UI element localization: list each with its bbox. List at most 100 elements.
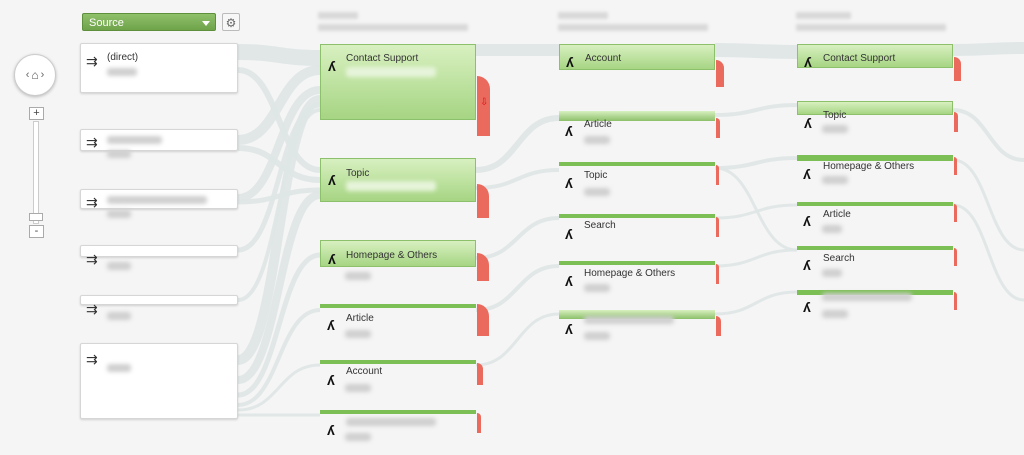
node-metric	[345, 330, 371, 338]
pan-left-icon[interactable]: ‹	[25, 69, 30, 81]
column-header-first-interaction	[558, 12, 608, 19]
dimension-dropdown-value: Source	[89, 17, 124, 29]
node-label	[346, 418, 436, 426]
home-icon[interactable]: ⌂	[31, 68, 39, 82]
source-arrows-icon: ⇉	[86, 134, 98, 150]
node-metric	[584, 188, 610, 196]
page-node-article[interactable]	[320, 304, 476, 308]
page-node-search[interactable]	[559, 214, 715, 218]
node-label: Contact Support	[346, 53, 419, 64]
page-node-article[interactable]	[559, 111, 715, 121]
page-node-topic[interactable]: ʎ Topic	[320, 158, 476, 202]
node-label: Article	[584, 119, 612, 130]
pan-right-icon[interactable]: ›	[40, 69, 45, 81]
flow-ribbon	[475, 216, 560, 260]
gear-icon[interactable]: ⚙	[222, 13, 240, 31]
dropoff-indicator[interactable]	[477, 363, 483, 385]
source-node-1[interactable]: ⇉ (direct)	[80, 43, 238, 93]
dropoff-indicator[interactable]	[954, 292, 957, 310]
flow-ribbon	[714, 43, 798, 59]
page-group-icon: ʎ	[566, 54, 574, 70]
page-group-icon: ʎ	[327, 372, 335, 388]
dropoff-indicator[interactable]	[477, 413, 481, 433]
dimension-dropdown[interactable]: Source	[82, 13, 216, 31]
source-label	[107, 136, 162, 144]
page-node-account[interactable]	[320, 360, 476, 364]
dropoff-indicator[interactable]	[954, 112, 958, 132]
source-node-2[interactable]: ⇉	[80, 129, 238, 158]
node-label: Homepage & Others	[584, 268, 676, 279]
page-node-other[interactable]	[797, 290, 953, 295]
pan-navigation[interactable]: ‹ ⌂ ›	[14, 54, 56, 96]
page-node-other[interactable]	[559, 310, 715, 319]
page-node-contact-support[interactable]: ʎ Contact Support	[320, 44, 476, 120]
column-header-starting-pages	[318, 12, 358, 19]
flow-ribbon	[237, 363, 321, 412]
node-metric	[822, 225, 842, 233]
node-label	[822, 293, 912, 301]
dropoff-indicator[interactable]	[477, 76, 490, 136]
page-node-article[interactable]	[797, 202, 953, 206]
dropoff-indicator[interactable]	[954, 57, 961, 81]
zoom-slider-handle[interactable]	[29, 213, 43, 221]
flow-ribbon	[237, 252, 321, 398]
page-node-homepage-others[interactable]	[559, 261, 715, 265]
node-metric	[584, 136, 610, 144]
page-node-topic[interactable]	[559, 162, 715, 166]
dropoff-indicator[interactable]	[716, 316, 721, 336]
flow-ribbon	[475, 168, 560, 190]
dropoff-indicator[interactable]	[954, 204, 957, 222]
dropoff-indicator[interactable]	[954, 248, 957, 266]
node-metric	[822, 176, 848, 184]
dropoff-indicator[interactable]	[477, 304, 489, 336]
page-node-other[interactable]	[320, 410, 476, 414]
node-metric	[345, 433, 371, 441]
node-metric	[822, 310, 848, 318]
source-node-6[interactable]: ⇉	[80, 343, 238, 419]
node-metric	[822, 269, 842, 277]
page-group-icon: ʎ	[328, 251, 336, 267]
page-node-contact-support[interactable]: ʎ Contact Support	[797, 44, 953, 69]
node-label: Article	[823, 209, 851, 220]
chevron-down-icon	[202, 21, 210, 26]
source-node-3[interactable]: ⇉	[80, 189, 238, 218]
flow-ribbon	[714, 103, 798, 117]
source-metric	[107, 150, 131, 158]
page-group-icon: ʎ	[804, 115, 812, 131]
zoom-out-button[interactable]: -	[29, 225, 44, 238]
node-label: Contact Support	[823, 53, 896, 64]
node-label: Search	[823, 253, 855, 264]
source-node-5[interactable]: ⇉	[80, 295, 238, 320]
column-header-second-interaction-sub	[796, 24, 946, 31]
flow-ribbon	[237, 308, 321, 407]
source-metric	[107, 210, 131, 218]
page-node-homepage-others[interactable]	[797, 155, 953, 161]
dropoff-indicator[interactable]	[716, 217, 719, 237]
page-node-topic[interactable]: ʎ	[797, 101, 953, 130]
source-metric	[107, 68, 137, 76]
dropoff-indicator[interactable]	[716, 118, 720, 138]
node-metric	[584, 332, 610, 340]
node-metric	[822, 125, 848, 133]
page-group-icon: ʎ	[565, 273, 573, 289]
flow-ribbon	[714, 290, 798, 316]
page-node-account[interactable]: ʎ Account	[559, 44, 715, 70]
node-label: Search	[584, 220, 616, 231]
source-arrows-icon: ⇉	[86, 301, 98, 317]
zoom-in-button[interactable]: +	[29, 107, 44, 120]
source-node-4[interactable]: ⇉	[80, 245, 238, 270]
dropoff-indicator[interactable]	[477, 253, 489, 281]
page-node-search[interactable]	[797, 246, 953, 250]
flow-ribbon	[952, 42, 1024, 56]
dropoff-indicator[interactable]	[716, 165, 719, 185]
page-group-icon: ʎ	[565, 175, 573, 191]
dropoff-indicator[interactable]	[954, 157, 957, 175]
dropoff-indicator[interactable]	[477, 184, 489, 218]
page-node-homepage-others[interactable]: ʎ Homepage & Others	[320, 240, 476, 267]
dropoff-indicator[interactable]	[716, 264, 719, 284]
node-metric	[346, 181, 436, 191]
column-header-first-interaction-sub	[558, 24, 708, 31]
zoom-slider-track[interactable]	[33, 121, 39, 224]
dropoff-indicator[interactable]	[716, 60, 724, 87]
